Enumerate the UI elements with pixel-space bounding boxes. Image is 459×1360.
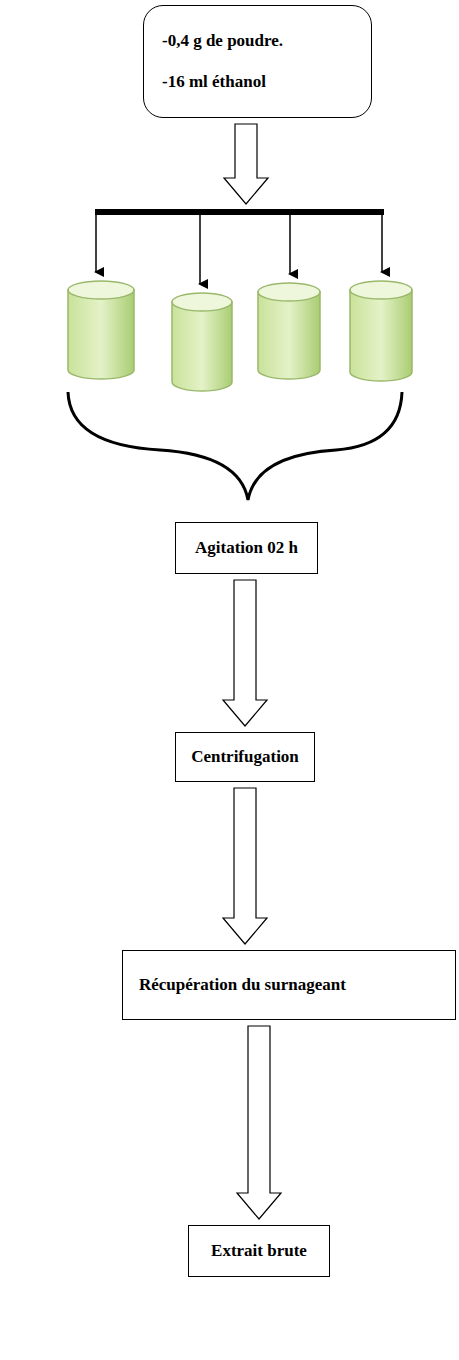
process-box: Récupération du surnageant xyxy=(122,950,456,1020)
box-text: -16 ml éthanol xyxy=(162,72,266,92)
tube xyxy=(350,281,412,381)
process-box: Centrifugation xyxy=(175,732,315,782)
box-text: Récupération du surnageant xyxy=(139,975,346,995)
process-box: Extrait brute xyxy=(188,1225,330,1277)
tube xyxy=(172,293,232,391)
input-box: -0,4 g de poudre. -16 ml éthanol xyxy=(143,5,372,118)
box-text: Agitation 02 h xyxy=(195,538,298,558)
tube xyxy=(258,283,320,379)
box-text: -0,4 g de poudre. xyxy=(162,31,283,51)
box-text: Extrait brute xyxy=(211,1241,307,1261)
hollow-arrow xyxy=(237,1026,281,1219)
hollow-arrow xyxy=(224,124,268,204)
drop-arrow xyxy=(199,215,201,284)
drop-arrow xyxy=(289,215,291,274)
process-box: Agitation 02 h xyxy=(175,522,318,574)
drop-arrow xyxy=(95,215,97,272)
distribution-bar xyxy=(95,209,384,215)
hollow-arrow xyxy=(223,580,267,726)
brace xyxy=(68,392,402,500)
hollow-arrow xyxy=(223,788,267,944)
tube xyxy=(68,281,134,379)
box-text: Centrifugation xyxy=(191,747,299,767)
drop-arrow xyxy=(381,215,383,272)
